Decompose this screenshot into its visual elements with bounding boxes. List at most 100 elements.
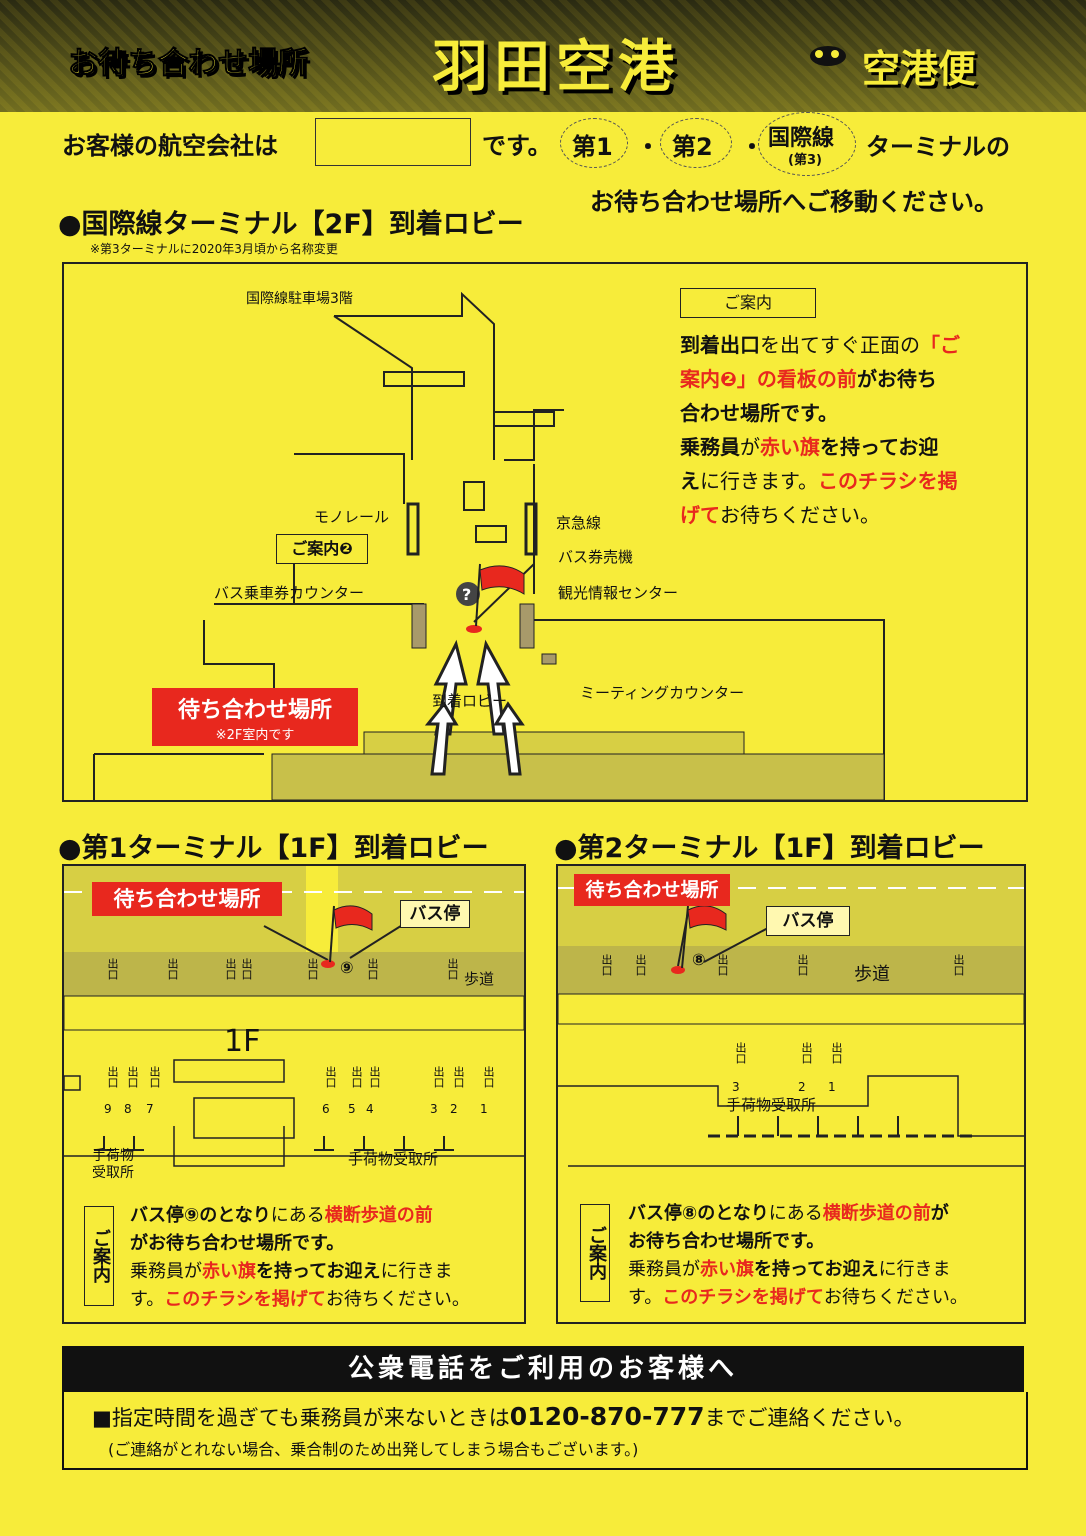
- intro-text-a: お客様の航空会社は: [62, 132, 278, 160]
- t2-exit-top: 出口: [796, 954, 809, 976]
- guide-seg: 赤い旗: [760, 435, 820, 459]
- terminal-1-label: 第1: [572, 133, 613, 161]
- baggage-line: 受取所: [92, 1165, 134, 1181]
- t2-baggage-label: 手荷物受取所: [726, 1096, 817, 1114]
- intl-note: ※第3ターミナルに2020年3月頃から名称変更: [90, 242, 338, 256]
- intl-guide-label: ご案内: [680, 288, 816, 318]
- t1-exit-9: 出口: [106, 1066, 119, 1088]
- t1-exit-top: 出口: [446, 958, 459, 980]
- arrival-lobby-label: 到着ロビー: [432, 692, 508, 710]
- t2-map: 待ち合わせ場所 バス停 ⑧ 歩道 出口 出口 出口 出口 出口 出口 3 出口 …: [556, 864, 1026, 1324]
- terminal-1-oval: [560, 118, 628, 168]
- intl-heading: ●国際線ターミナル【2F】到着ロビー: [58, 209, 524, 240]
- t1-exit-number: 7: [146, 1102, 154, 1116]
- t1-exit-number: 1: [480, 1102, 488, 1116]
- phone-notice-line-1: ■指定時間を過ぎても乗務員が来ないときは0120-870-777までご連絡くださ…: [92, 1402, 915, 1432]
- guide-seg: 横断歩道の前: [324, 1205, 433, 1226]
- guide-seg: す。: [628, 1287, 663, 1308]
- t1-exit-top: 出口: [106, 958, 119, 980]
- t1-exit-number: 3: [430, 1102, 438, 1116]
- guide-seg: に行きま: [878, 1259, 951, 1280]
- guide-seg: お待ちください。: [823, 1287, 968, 1308]
- guide-seg: 到着出口: [680, 333, 760, 357]
- phone-seg: までご連絡ください。: [704, 1406, 915, 1430]
- guide-seg: を持ってお迎え: [754, 1259, 879, 1280]
- intro-text-b: です。: [482, 132, 552, 160]
- t2-exit-2: 出口: [800, 1042, 813, 1064]
- t2-exit-number: 2: [798, 1080, 806, 1094]
- terminal-intl-oval: [758, 112, 856, 176]
- header-center-title: 羽田空港: [432, 35, 680, 100]
- monorail-label: モノレール: [314, 508, 390, 526]
- phone-notice-box: ■指定時間を過ぎても乗務員が来ないときは0120-870-777までご連絡くださ…: [62, 1392, 1028, 1470]
- bus-counter-label: バス乗車券カウンター: [214, 584, 365, 602]
- t1-exit-7: 出口: [148, 1066, 161, 1088]
- intl-meeting-place-sub: ※2F室内です: [215, 728, 295, 743]
- baggage-line: 手荷物: [92, 1148, 134, 1164]
- guide-seg: お待ちください。: [720, 503, 880, 527]
- intl-guide-text: 到着出口を出てすぐ正面の「ご 案内❷」の看板の前がお待ち 合わせ場所です。 乗務…: [680, 328, 960, 532]
- brand-name: 空港便: [862, 47, 977, 91]
- phone-seg: ■指定時間を過ぎても乗務員が来ないときは: [92, 1406, 510, 1430]
- guide-seg: 「ご: [920, 333, 960, 357]
- t2-sidewalk-label: 歩道: [854, 964, 890, 985]
- guide-seg: 赤い旗: [202, 1261, 256, 1282]
- tourist-center-label: 観光情報センター: [558, 584, 679, 602]
- guide-seg: にある: [270, 1205, 325, 1226]
- t1-sidewalk-label: 歩道: [464, 970, 495, 988]
- t1-exit-5: 出口: [350, 1066, 363, 1088]
- guide-seg: げて: [680, 503, 720, 527]
- guide-seg: にある: [768, 1203, 823, 1224]
- t2-exit-number: 3: [732, 1080, 740, 1094]
- guide-seg: バス停⑨のとなり: [130, 1205, 271, 1226]
- t1-baggage-label: 手荷物受取所: [348, 1150, 439, 1168]
- t2-exit-1: 出口: [830, 1042, 843, 1064]
- guide-seg: 合わせ場所です。: [680, 401, 838, 425]
- t1-exit-8: 出口: [126, 1066, 139, 1088]
- t1-exit-number: 6: [322, 1102, 330, 1116]
- t1-exit-top: 出口: [366, 958, 379, 980]
- terminal-2-oval: [660, 118, 732, 168]
- t2-exit-number: 1: [828, 1080, 836, 1094]
- guide-seg: え: [680, 469, 700, 493]
- t2-exit-top: 出口: [716, 954, 729, 976]
- car-logo-icon: [810, 46, 846, 66]
- t2-bus-stop-callout: バス停: [766, 906, 850, 936]
- t1-exit-4: 出口: [368, 1066, 381, 1088]
- intl-meeting-place-label: 待ち合わせ場所: [177, 698, 332, 723]
- t1-guide-text: バス停⑨のとなりにある横断歩道の前 がお待ち合わせ場所です。 乗務員が赤い旗を持…: [130, 1202, 470, 1314]
- keikyu-label: 京急線: [556, 514, 602, 532]
- t1-baggage-left: 手荷物受取所: [92, 1148, 134, 1182]
- t1-exit-number: 9: [104, 1102, 112, 1116]
- t2-exit-3: 出口: [734, 1042, 747, 1064]
- guide-seg: に行きま: [380, 1261, 453, 1282]
- terminal-intl-sub: (第3): [788, 153, 822, 168]
- phone-notice-line-2: (ご連絡がとれない場合、乗合制のため出発してしまう場合もございます。): [108, 1440, 639, 1459]
- t1-exit-top: 出口: [306, 958, 319, 980]
- guide-seg: このチラシを掲げて: [164, 1289, 326, 1310]
- t1-exit-3: 出口: [432, 1066, 445, 1088]
- guide-seg: が: [930, 1203, 949, 1224]
- t2-exit-top: 出口: [634, 954, 647, 976]
- guide-seg: このチラシを掲: [818, 469, 958, 493]
- t1-meeting-place-label: 待ち合わせ場所: [92, 882, 282, 916]
- t1-exit-1: 出口: [482, 1066, 495, 1088]
- guide-seg: 乗務員が: [628, 1259, 700, 1280]
- t1-exit-2: 出口: [452, 1066, 465, 1088]
- guide-seg: がお待ち合わせ場所です。: [130, 1233, 345, 1254]
- guide-seg: 赤い旗: [700, 1259, 754, 1280]
- t2-guide-label: ご案内: [580, 1204, 610, 1302]
- guide-seg: を出てすぐ正面の: [760, 333, 920, 357]
- t1-exit-number: 2: [450, 1102, 458, 1116]
- svg-text:?: ?: [462, 585, 471, 604]
- t2-exit-top: 出口: [600, 954, 613, 976]
- t1-exit-top: 出口: [240, 958, 253, 980]
- guide-seg: を持ってお迎: [820, 435, 939, 459]
- terminal-2-label: 第2: [672, 133, 713, 161]
- intro-line-2: お待ち合わせ場所へご移動ください。: [590, 188, 998, 216]
- intl-meeting-place-box: 待ち合わせ場所 ※2F室内です: [152, 688, 358, 746]
- guide-seg: が: [740, 435, 760, 459]
- airline-field[interactable]: [315, 118, 471, 166]
- intl-map: ? 国際線駐車場3階 モノレール 京急線 バス券売機 ご案内❷ バス乗車券カウン…: [62, 262, 1028, 802]
- t2-heading: ●第2ターミナル【1F】到着ロビー: [554, 833, 985, 864]
